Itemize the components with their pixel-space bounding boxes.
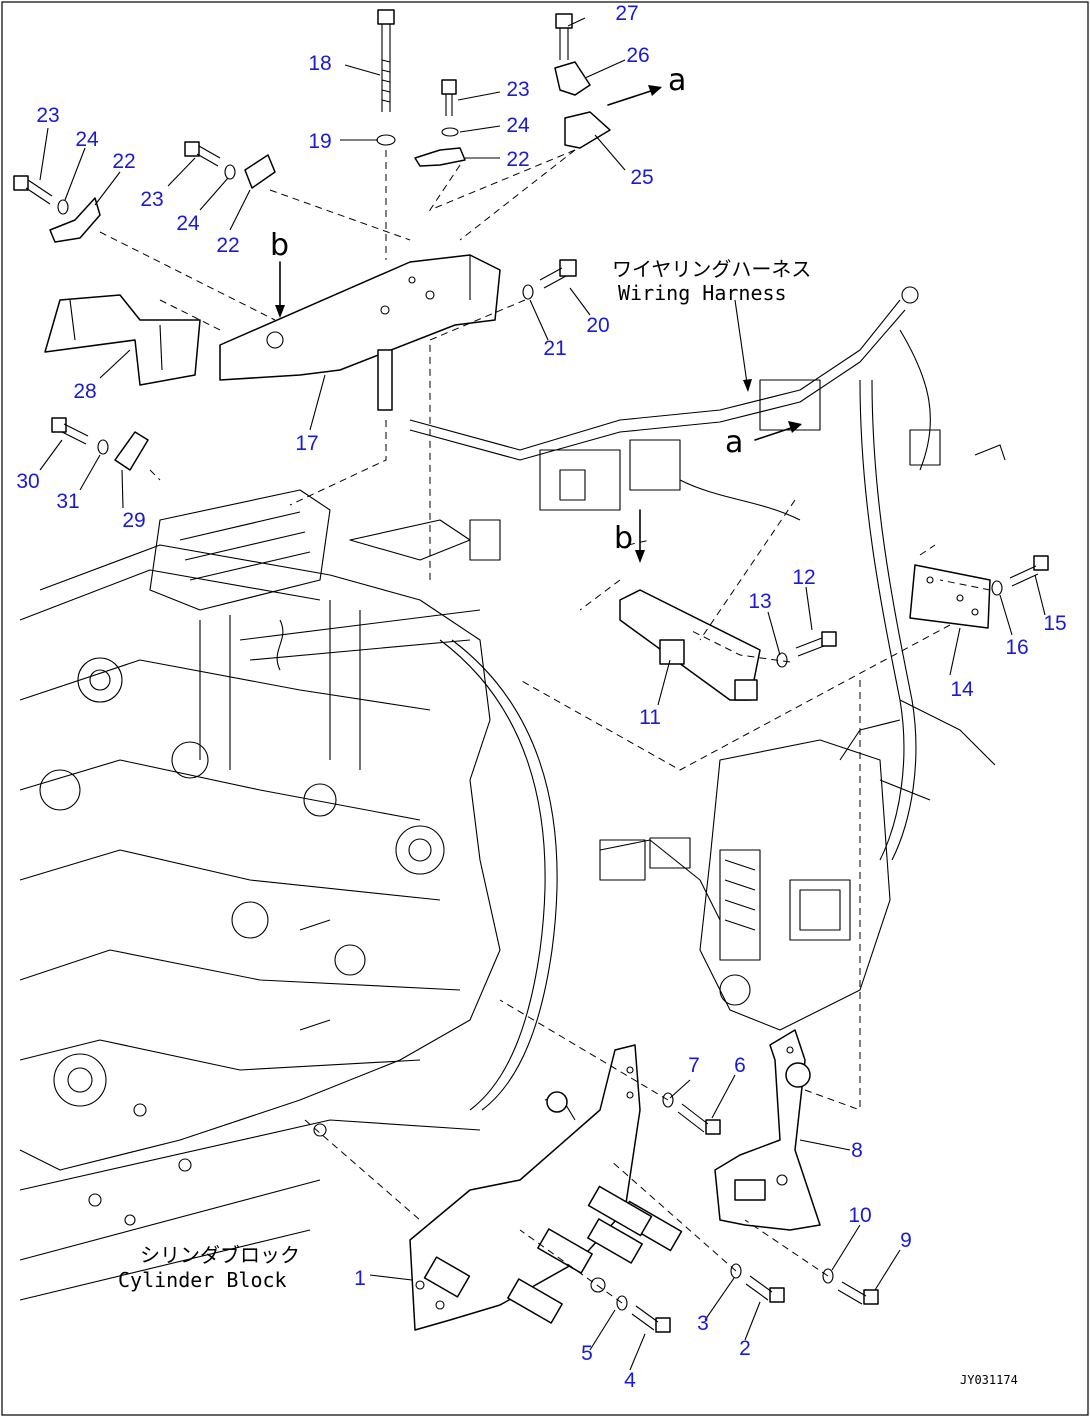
- callout-6: 6: [734, 1054, 746, 1077]
- clamp-22-top: [414, 147, 466, 167]
- bolt-20: [539, 259, 577, 289]
- washer-21: [522, 284, 534, 300]
- callout-22-top: 22: [506, 148, 529, 171]
- bolt-23-top: [441, 79, 457, 116]
- callout-11: 11: [639, 706, 661, 729]
- bolt-9: [837, 1281, 879, 1305]
- callout-4: 4: [624, 1369, 636, 1392]
- text-labels: ワイヤリングハーネス Wiring Harness シリンダブロック Cylin…: [118, 63, 1018, 1387]
- washer-24-top: [441, 127, 459, 137]
- callout-23-top: 23: [506, 78, 529, 101]
- callout-24-mid: 24: [176, 212, 200, 235]
- leader-lines: [39, 17, 1046, 1371]
- view-a-label-harness: a: [725, 425, 743, 460]
- engine-block-drawing: [19, 489, 558, 1301]
- callout-19: 19: [308, 130, 331, 153]
- callout-12: 12: [792, 566, 815, 589]
- bolt-12: [795, 631, 837, 657]
- washer-19: [376, 134, 396, 146]
- callout-16: 16: [1005, 636, 1028, 659]
- callout-7: 7: [688, 1054, 700, 1077]
- wiring-harness-en-label: Wiring Harness: [618, 281, 787, 305]
- callout-18: 18: [308, 52, 331, 75]
- washer-5: [616, 1295, 628, 1311]
- clamp-29: [114, 431, 149, 471]
- bolt-4: [631, 1305, 671, 1333]
- bolt-15: [1009, 555, 1049, 587]
- callout-31: 31: [56, 490, 79, 513]
- callout-27: 27: [615, 2, 638, 25]
- clamp-22-mid: [244, 154, 276, 189]
- washer-3: [730, 1263, 742, 1279]
- view-arrows: [275, 85, 802, 563]
- callout-10: 10: [848, 1204, 871, 1227]
- bolt-18: [377, 9, 395, 112]
- bolt-27: [555, 13, 573, 60]
- bracket-8: [714, 1029, 821, 1231]
- bracket-17: [219, 254, 501, 411]
- view-b-label-harness: b: [614, 521, 633, 556]
- washer-31: [97, 439, 109, 455]
- washer-24-mid: [224, 164, 236, 180]
- callout-20: 20: [586, 314, 609, 337]
- callout-2: 2: [739, 1337, 751, 1360]
- callout-15: 15: [1043, 612, 1066, 635]
- callout-13: 13: [748, 590, 771, 613]
- view-a-label-top: a: [668, 63, 686, 98]
- cylinder-block-en-label: Cylinder Block: [118, 1268, 287, 1292]
- wiring-harness-drawing: [349, 286, 1006, 1031]
- cylinder-block-jp-label: シリンダブロック: [140, 1243, 300, 1267]
- wiring-harness-jp-label: ワイヤリングハーネス: [612, 257, 811, 281]
- callout-25: 25: [630, 166, 653, 189]
- callout-23-left: 23: [36, 104, 59, 127]
- callout-5: 5: [581, 1342, 593, 1365]
- bracket-1: [409, 1044, 683, 1331]
- clamp-22-left: [49, 197, 101, 243]
- drawing-code: JY031174: [960, 1373, 1018, 1387]
- bolt-23-mid: [184, 141, 221, 167]
- callout-numbers: 1 2 3 4 5 6 7 8 9 10 11 12 13 14 15 16 1…: [16, 2, 1066, 1392]
- bolt-30: [51, 417, 89, 445]
- washer-7: [662, 1092, 674, 1108]
- callout-17: 17: [295, 432, 318, 455]
- callout-9: 9: [900, 1229, 912, 1252]
- bolt-2: [745, 1275, 785, 1303]
- callout-24-top: 24: [506, 114, 530, 137]
- assembly-lines: [99, 149, 991, 1304]
- callout-22-left: 22: [112, 150, 135, 173]
- view-b-label-bracket: b: [270, 228, 289, 263]
- callout-3: 3: [697, 1312, 709, 1335]
- clamp-26: [554, 61, 591, 96]
- washer-24-left: [57, 199, 69, 215]
- washer-13: [776, 652, 788, 668]
- clamp-25: [564, 111, 611, 149]
- callout-28: 28: [73, 380, 96, 403]
- bracket-11: [619, 589, 761, 701]
- callout-22-mid: 22: [216, 234, 239, 257]
- callout-1: 1: [354, 1267, 366, 1290]
- callout-24-left: 24: [75, 128, 99, 151]
- bracket-14: [909, 564, 991, 629]
- callout-23-mid: 23: [140, 188, 163, 211]
- callout-26: 26: [626, 44, 649, 67]
- bolt-23-left: [13, 175, 53, 205]
- callout-30: 30: [16, 470, 39, 493]
- callout-8: 8: [851, 1139, 863, 1162]
- washer-10: [822, 1268, 834, 1284]
- washer-16: [991, 580, 1003, 596]
- callout-14: 14: [950, 678, 974, 701]
- callout-21: 21: [543, 337, 566, 360]
- bolt-6: [677, 1103, 721, 1135]
- bracket-28: [44, 294, 201, 386]
- callout-29: 29: [122, 509, 145, 532]
